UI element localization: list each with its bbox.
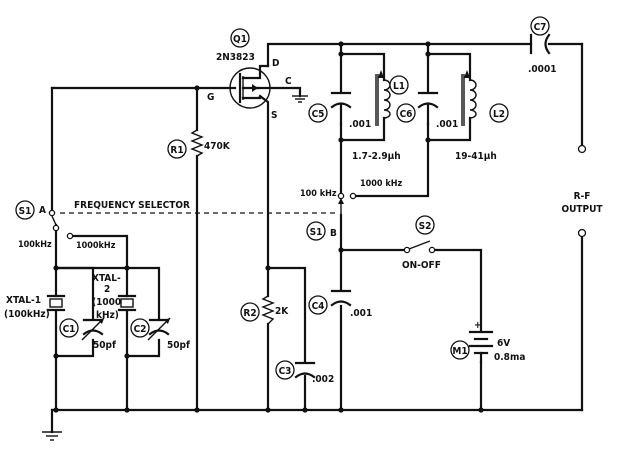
- c7-ref-label: C7: [534, 22, 547, 33]
- wiring: [50, 42, 584, 434]
- s1b-pos2-label: 1000 kHz: [360, 179, 403, 189]
- c1-value: 50pf: [93, 340, 116, 351]
- q1-transistor: Q1 2N3823 G D S C: [207, 28, 308, 121]
- r2-ref-label: R2: [243, 308, 256, 319]
- s1b-switch: S1 B 100 kHz 1000 kHz: [300, 179, 403, 241]
- c3-value: .002: [312, 374, 334, 385]
- c5-value: .001: [349, 119, 371, 130]
- s2-ref-label: S2: [419, 221, 432, 232]
- m1-battery: + M1 6V 0.8ma: [450, 320, 525, 364]
- frequency-selector-label: FREQUENCY SELECTOR: [74, 200, 190, 211]
- q1-part-number: 2N3823: [216, 52, 255, 63]
- c1-trimmer-capacitor: C1 50pf: [59, 317, 116, 351]
- xtal1-name: XTAL-1: [6, 295, 41, 306]
- c5-ref-label: C5: [312, 109, 325, 120]
- m1-voltage: 6V: [497, 338, 510, 349]
- m1-current: 0.8ma: [494, 352, 525, 363]
- s1a-section-label: A: [39, 205, 46, 216]
- c2-ref-label: C2: [134, 324, 147, 335]
- q1-drain-label: D: [272, 58, 279, 69]
- q1-gate-label: G: [207, 92, 214, 103]
- c7-capacitor: C7 .0001: [528, 16, 556, 75]
- s1a-pos2-label: 1000kHz: [76, 241, 116, 251]
- c5-capacitor: C5 .001: [308, 91, 371, 130]
- c3-capacitor: C3 .002: [275, 360, 334, 385]
- rf-output-terminals: R-F OUTPUT: [561, 144, 603, 238]
- r1-resistor: R1 470K: [167, 129, 231, 159]
- c4-capacitor: C4 .001: [308, 289, 372, 319]
- q1-ref-label: Q1: [233, 34, 247, 45]
- r1-ref-label: R1: [170, 145, 183, 156]
- output-label-line1: R-F: [574, 191, 591, 202]
- c4-ref-label: C4: [312, 301, 325, 312]
- l1-ref-label: L1: [393, 81, 405, 92]
- q1-case-label: C: [285, 76, 292, 87]
- l2-inductor: L2 19-41μh: [455, 70, 509, 162]
- c6-ref-label: C6: [400, 109, 413, 120]
- xtal2-freq-line2: kHz): [96, 310, 119, 321]
- s1a-pos1-label: 100kHz: [18, 240, 52, 250]
- s1a-switch: S1 A 100kHz 1000kHz: [15, 200, 116, 251]
- r2-resistor: R2 2K: [240, 295, 289, 325]
- l2-ref-label: L2: [493, 109, 505, 120]
- m1-ref-label: M1: [452, 346, 467, 357]
- xtal2-crystal: XTAL- 2 (1000 kHz): [92, 273, 137, 321]
- output-label-line2: OUTPUT: [561, 204, 603, 215]
- s1a-ref-label: S1: [19, 206, 32, 217]
- s2-switch: S2 ON-OFF: [402, 215, 441, 271]
- xtal1-freq: (100kHz): [4, 309, 50, 320]
- c2-trimmer-capacitor: C2 50pf: [130, 317, 190, 351]
- c4-value: .001: [350, 308, 372, 319]
- case-ground-symbol: [292, 95, 308, 103]
- xtal2-name: XTAL-: [92, 273, 121, 284]
- xtal2-number: 2: [104, 284, 110, 295]
- q1-ref-circle: [230, 28, 250, 48]
- s2-label: ON-OFF: [402, 260, 441, 271]
- s1b-section-label: B: [330, 228, 337, 239]
- xtal2-freq-line1: (1000: [92, 297, 121, 308]
- r1-value: 470K: [204, 141, 231, 152]
- l2-value: 19-41μh: [455, 151, 497, 162]
- q1-source-label: S: [271, 110, 277, 121]
- l1-value: 1.7-2.9μh: [352, 151, 401, 162]
- xtal1-crystal: XTAL-1 (100kHz): [4, 294, 66, 320]
- r2-value: 2K: [275, 306, 289, 317]
- s1b-ref-label: S1: [310, 227, 323, 238]
- s1b-pos1-label: 100 kHz: [300, 189, 337, 199]
- c6-value: .001: [436, 119, 458, 130]
- battery-plus-sign: +: [474, 320, 482, 331]
- frequency-selector-gang: FREQUENCY SELECTOR: [60, 200, 337, 214]
- junction-dots: [53, 41, 484, 413]
- c7-value: .0001: [528, 64, 556, 75]
- c3-ref-label: C3: [279, 366, 292, 377]
- c6-capacitor: C6 .001: [396, 91, 458, 130]
- c2-value: 50pf: [167, 340, 190, 351]
- l1-inductor: L1 1.7-2.9μh: [352, 70, 409, 162]
- ground-symbol: [42, 431, 62, 441]
- c1-ref-label: C1: [63, 324, 76, 335]
